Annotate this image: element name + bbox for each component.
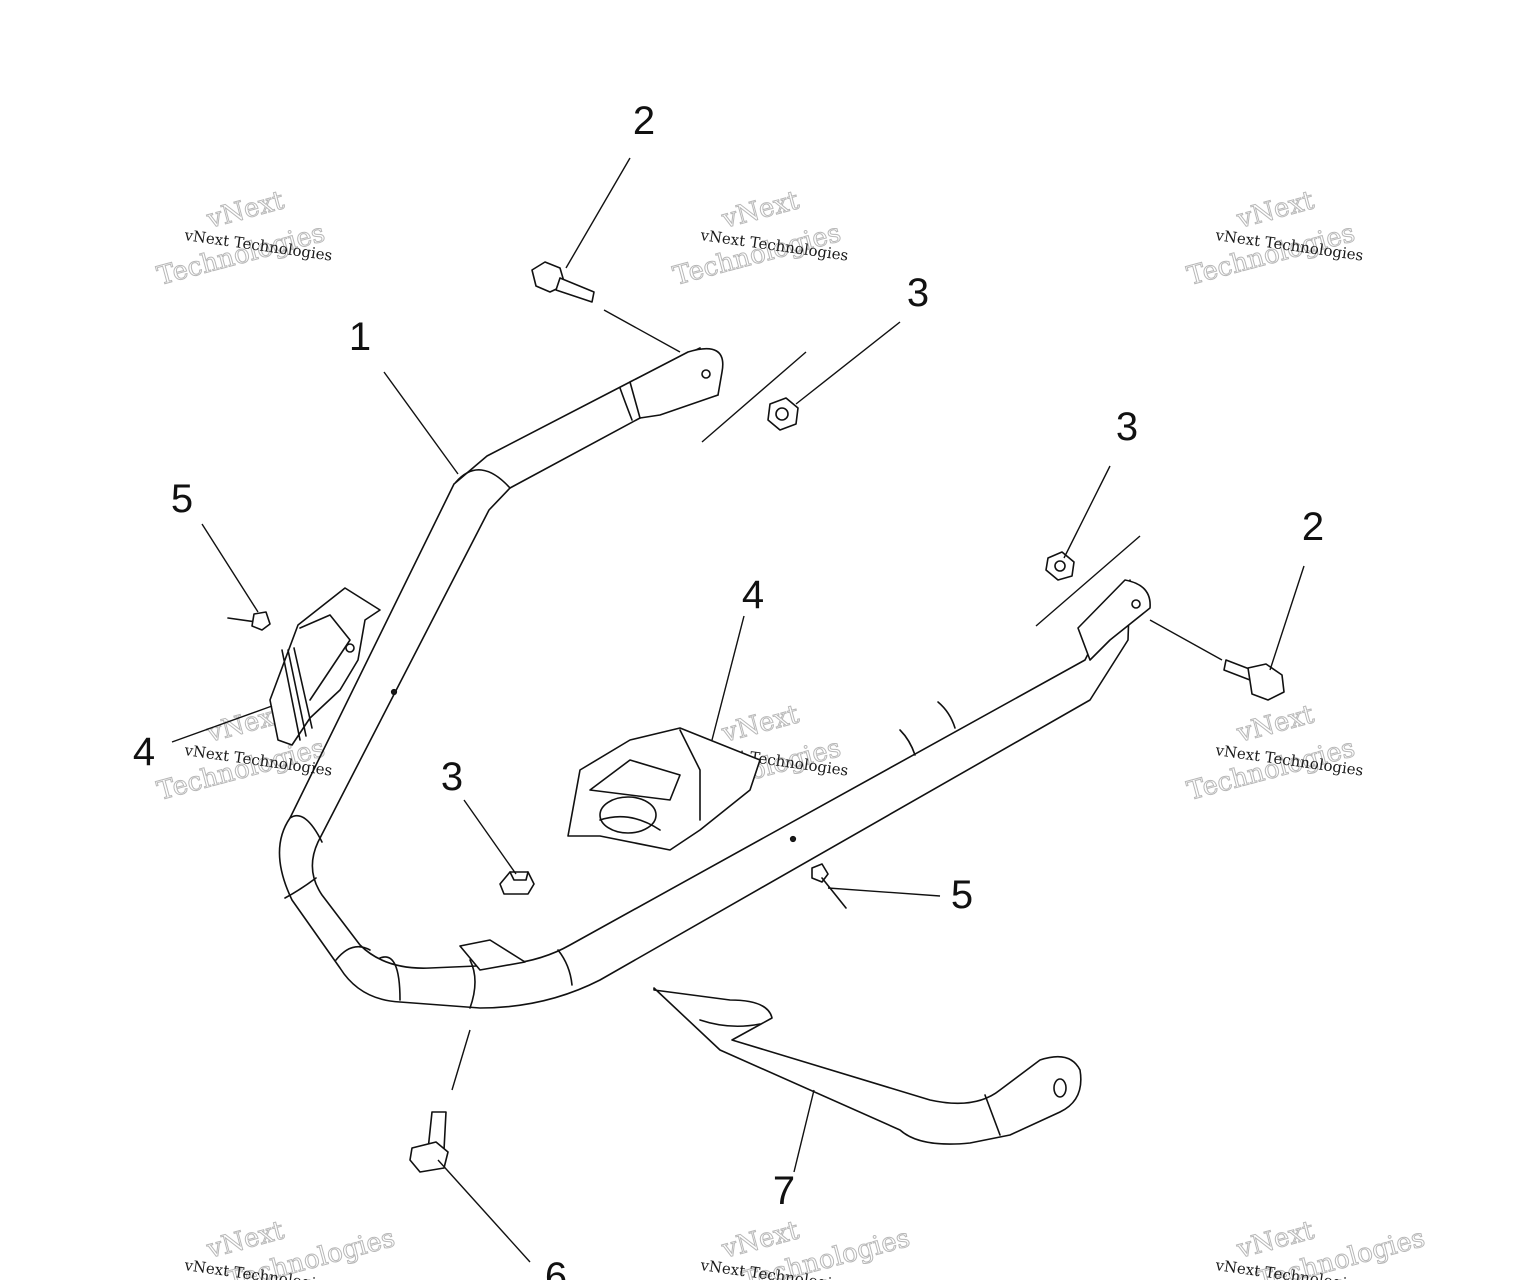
callout-4-center: 4 xyxy=(742,573,764,617)
watermark-bottom-center: vNext Technologies vNext Technologies xyxy=(698,1215,913,1280)
watermark-top-right: vNext Technologies vNext Technologies xyxy=(1184,185,1365,292)
watermark-top-left: vNext Technologies vNext Technologies xyxy=(154,185,334,292)
nut-top-part xyxy=(767,397,799,431)
svg-text:vNext: vNext xyxy=(1233,185,1318,235)
callout-3-center: 3 xyxy=(441,755,463,799)
callout-4-left: 4 xyxy=(133,730,155,774)
callout-5-left: 5 xyxy=(171,477,193,521)
nut-right-part xyxy=(1045,551,1075,581)
callout-1: 1 xyxy=(349,315,371,359)
callout-3-right: 3 xyxy=(1116,405,1138,449)
leader-lines xyxy=(171,157,1305,1263)
svg-text:vNext: vNext xyxy=(718,699,803,749)
watermark-bottom-left: vNext Technologies vNext Technologies xyxy=(182,1215,398,1280)
svg-text:vNext: vNext xyxy=(203,185,288,235)
center-bracket-part xyxy=(567,727,761,851)
callout-labels: 1 2 2 3 3 3 4 4 5 5 6 7 xyxy=(133,99,1324,1280)
clip-nut-part xyxy=(499,871,535,895)
bolt-right-part xyxy=(1223,659,1285,701)
callout-2-top: 2 xyxy=(633,99,655,143)
watermark-bottom-right: vNext Technologies vNext Technologies xyxy=(1213,1215,1428,1280)
screw-left-part xyxy=(227,611,271,631)
callout-2-right: 2 xyxy=(1302,505,1324,549)
callout-6: 6 xyxy=(545,1255,567,1280)
watermark-mid-right: vNext Technologies vNext Technologies xyxy=(1184,699,1365,807)
left-bracket-part xyxy=(269,587,381,746)
lower-tube-part xyxy=(653,987,1082,1145)
callout-5-right: 5 xyxy=(951,873,973,917)
bolt-bottom-part xyxy=(409,1111,449,1173)
bolt-top-part xyxy=(531,261,595,303)
svg-text:vNext: vNext xyxy=(718,185,803,235)
callout-3-top: 3 xyxy=(907,271,929,315)
screw-right-part xyxy=(811,863,847,909)
svg-text:vNext: vNext xyxy=(1233,699,1318,749)
bumper-tube-part xyxy=(278,347,1151,1009)
watermark-top-center: vNext Technologies vNext Technologies xyxy=(670,185,850,292)
callout-7: 7 xyxy=(773,1169,795,1213)
alignment-lines xyxy=(451,309,1223,1091)
